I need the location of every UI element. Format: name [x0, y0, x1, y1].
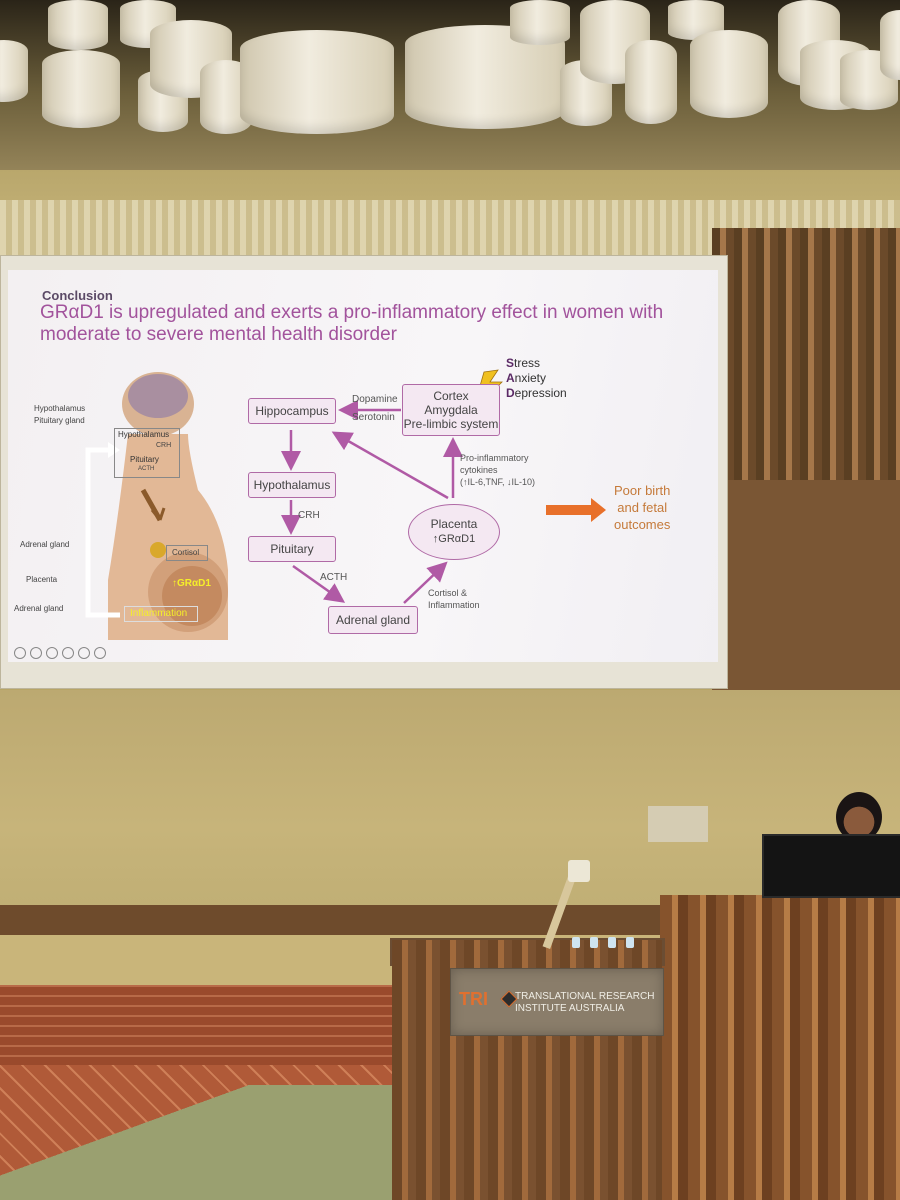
- label-placenta: Placenta: [26, 575, 58, 584]
- more-icon[interactable]: [94, 647, 106, 659]
- edge-cortisol-line1: Cortisol &: [428, 588, 468, 598]
- node-hypothalamus: Hypothalamus: [248, 472, 336, 498]
- inner-hypothalamus: Hypothalamus: [118, 430, 170, 439]
- node-hippocampus: Hippocampus: [248, 398, 336, 424]
- brick-wall: [0, 985, 395, 1065]
- node-placenta-label: Placenta: [430, 517, 478, 531]
- slide-section-label: Conclusion: [42, 288, 113, 303]
- presenter: [836, 792, 882, 842]
- inner-brain-box: [114, 428, 180, 478]
- stress-rest: tress: [514, 356, 541, 370]
- label-pituitary-gland: Pituitary gland: [34, 416, 85, 425]
- podium-sign: TRI TRANSLATIONAL RESEARCH INSTITUTE AUS…: [450, 968, 664, 1036]
- cortisol-box: [166, 545, 208, 561]
- stress-anxiety-depression: Stress Anxiety Depression: [506, 356, 567, 401]
- outcome-line3: outcomes: [614, 517, 671, 532]
- water-bottles: [572, 937, 634, 948]
- label-hypothalamus: Hypothalamus: [34, 404, 86, 413]
- depression-rest: epression: [514, 386, 567, 400]
- node-pituitary: Pituitary: [248, 536, 336, 562]
- anxiety-initial: A: [506, 371, 515, 385]
- presenter-desk: [660, 895, 900, 1200]
- next-slide-icon[interactable]: [30, 647, 42, 659]
- label-adrenal-gland-lower: Adrenal gland: [14, 604, 64, 613]
- node-placenta-gr: ↑GRαD1: [432, 533, 476, 545]
- middle-wall: [0, 690, 900, 920]
- pendant-lamps: [0, 0, 900, 140]
- wood-panel-lower: [712, 480, 900, 690]
- node-placenta: Placenta ↑GRαD1: [408, 504, 500, 560]
- node-cortex-line2: Amygdala: [424, 403, 478, 417]
- flow-arrows: [281, 369, 606, 604]
- edge-serotonin: Serotonin: [352, 412, 395, 423]
- edge-cortisol-inflammation: Cortisol & Inflammation: [428, 587, 480, 611]
- node-cortex: Cortex Amygdala Pre-limbic system: [402, 384, 500, 436]
- computer-monitor: [762, 834, 900, 898]
- pregnant-body-figure: [108, 372, 228, 640]
- depression-initial: D: [506, 386, 515, 400]
- slide-title: GRαD1 is upregulated and exerts a pro-in…: [40, 302, 664, 345]
- institute-name-line1: TRANSLATIONAL RESEARCH: [515, 991, 655, 1002]
- label-adrenal-gland-upper: Adrenal gland: [20, 540, 70, 549]
- edge-dopamine: Dopamine: [352, 394, 398, 405]
- inner-crh: CRH: [156, 442, 172, 449]
- node-cortex-line1: Cortex: [433, 389, 469, 403]
- outcome-line1: Poor birth: [614, 483, 671, 498]
- anxiety-rest: nxiety: [514, 371, 547, 385]
- zoom-icon[interactable]: [78, 647, 90, 659]
- pen-icon[interactable]: [46, 647, 58, 659]
- prev-slide-icon[interactable]: [14, 647, 26, 659]
- stress-initial: S: [506, 356, 515, 370]
- presentation-slide: Conclusion GRαD1 is upregulated and exer…: [8, 270, 718, 662]
- label-cortisol: Cortisol: [172, 548, 200, 557]
- label-inflammation: Inflammation: [130, 608, 188, 619]
- edge-acth: ACTH: [320, 572, 348, 583]
- slideshow-controls[interactable]: [14, 646, 110, 662]
- institute-name: TRANSLATIONAL RESEARCH INSTITUTE AUSTRAL…: [515, 991, 654, 1015]
- inflammation-box: [124, 606, 198, 622]
- green-floor: [0, 1085, 395, 1200]
- outcome-line2: and fetal: [617, 500, 668, 515]
- tri-logo: TRI: [459, 989, 488, 1009]
- inner-acth: ACTH: [138, 466, 155, 472]
- edge-cytokines-line3: (↑IL-6,TNF, ↓IL-10): [460, 477, 536, 487]
- edge-cortisol-line2: Inflammation: [428, 600, 480, 610]
- edge-cytokines-line2: cytokines: [460, 465, 498, 475]
- institute-name-line2: INSTITUTE AUSTRALIA: [515, 1003, 625, 1014]
- edge-cytokines-line1: Pro-inflammatory: [460, 453, 529, 463]
- edge-crh: CRH: [298, 510, 320, 521]
- grid-icon[interactable]: [62, 647, 74, 659]
- node-adrenal-gland: Adrenal gland: [328, 606, 418, 634]
- inner-pituitary: Pituitary: [130, 455, 159, 464]
- podium-lamp-head: [568, 860, 590, 882]
- edge-cytokines: Pro-inflammatory cytokines (↑IL-6,TNF, ↓…: [460, 452, 535, 488]
- gr-upregulated-tag: ↑GRαD1: [172, 578, 211, 589]
- wall-notice: [648, 806, 708, 842]
- node-cortex-line3: Pre-limbic system: [403, 417, 499, 431]
- outcome-text: Poor birth and fetal outcomes: [614, 482, 670, 533]
